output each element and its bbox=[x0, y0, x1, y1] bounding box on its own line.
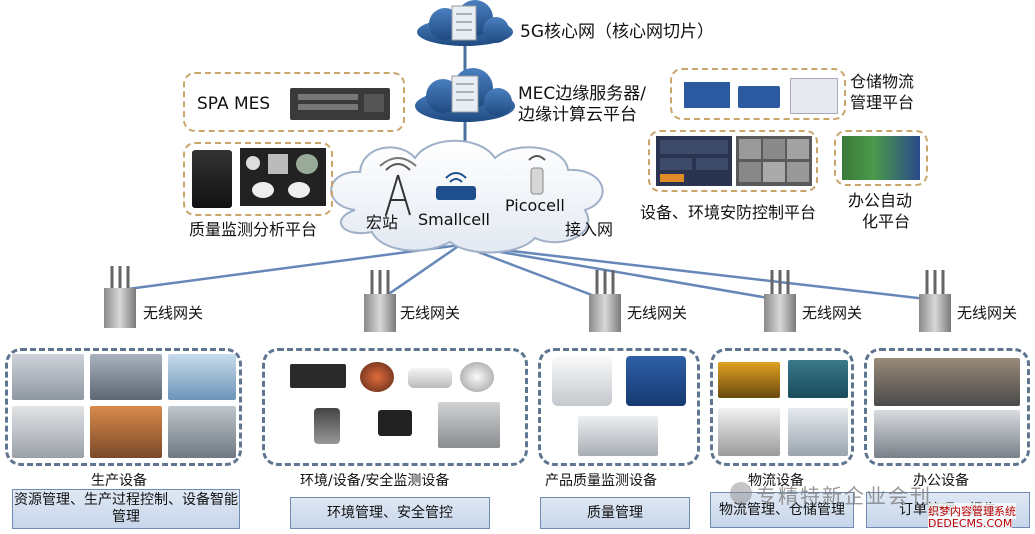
macro-station-label: 宏站 bbox=[366, 213, 399, 232]
server-rack-icon bbox=[290, 88, 390, 120]
environment-footer: 环境管理、安全管控 bbox=[290, 497, 490, 529]
office-panel bbox=[834, 130, 928, 186]
gateway-label-4: 无线网关 bbox=[802, 304, 863, 322]
truck-icon bbox=[738, 86, 780, 108]
production-line-icon bbox=[90, 354, 162, 400]
control-room-icon bbox=[874, 358, 1020, 406]
gateway-icon bbox=[919, 270, 951, 332]
warehouse-label-line1: 仓储物流 bbox=[850, 72, 915, 91]
office-devices-panel bbox=[864, 348, 1030, 466]
warehouse-building-icon bbox=[684, 82, 730, 108]
workshop-icon bbox=[168, 354, 236, 400]
logistics-footer-text: 物流管理、仓储管理 bbox=[719, 501, 845, 518]
quality-platform-panel bbox=[183, 142, 333, 216]
picocell-icon bbox=[528, 155, 546, 195]
quality-footer-text: 质量管理 bbox=[587, 504, 643, 521]
macro-station-icon bbox=[379, 157, 417, 216]
warehouse-chart-icon bbox=[790, 78, 838, 114]
office-label-line2: 化平台 bbox=[862, 212, 911, 231]
gateway-icon bbox=[104, 266, 136, 328]
smallcell-label: Smallcell bbox=[418, 210, 490, 229]
warehouse-racks-icon bbox=[788, 408, 848, 456]
environment-footer-text: 环境管理、安全管控 bbox=[327, 504, 453, 521]
warehouse-label-line2: 管理平台 bbox=[850, 93, 915, 112]
environment-devices-label: 环境/设备/安全监测设备 bbox=[300, 473, 450, 489]
mec-label-line1: MEC边缘服务器/ bbox=[518, 84, 647, 104]
spa-mes-panel bbox=[183, 72, 405, 132]
security-panel bbox=[648, 130, 818, 192]
core-cloud-icon bbox=[417, 0, 513, 46]
controller-box-icon bbox=[378, 410, 412, 436]
logistics-devices-label: 物流设备 bbox=[748, 473, 804, 489]
mec-label-line2: 边缘计算云平台 bbox=[518, 105, 637, 125]
quality-platform-label: 质量监测分析平台 bbox=[189, 220, 318, 239]
environment-devices-panel bbox=[262, 348, 528, 466]
gateway-label-5: 无线网关 bbox=[957, 304, 1018, 322]
analyzer-icon bbox=[626, 356, 686, 406]
gantry-robot-icon bbox=[12, 406, 84, 458]
inspection-bench-icon bbox=[578, 416, 658, 456]
production-devices-panel bbox=[5, 348, 242, 466]
bullet-camera-icon bbox=[408, 368, 452, 388]
wechat-logo-icon bbox=[730, 482, 752, 504]
office-devices-label: 办公设备 bbox=[913, 473, 969, 489]
cnc-machine-icon bbox=[12, 354, 84, 400]
access-network-label: 接入网 bbox=[565, 220, 614, 239]
production-devices-label: 生产设备 bbox=[91, 473, 147, 489]
agv-icon bbox=[718, 362, 780, 398]
core-network-label: 5G核心网（核心网切片） bbox=[520, 22, 714, 42]
smallcell-icon bbox=[436, 172, 476, 200]
spa-mes-label: SPA MES bbox=[197, 94, 271, 114]
fanout-lines bbox=[119, 243, 936, 302]
logistics-devices-panel bbox=[710, 348, 854, 466]
automated-storage-icon bbox=[788, 360, 848, 398]
sensor-module-icon bbox=[290, 364, 346, 388]
monitoring-equipment-icon bbox=[438, 402, 500, 448]
production-footer: 资源管理、生产过程控制、设备智能管理 bbox=[12, 489, 240, 529]
environment-panel-icon bbox=[656, 136, 732, 186]
gateway-label-2: 无线网关 bbox=[400, 304, 461, 322]
watermark-domain: DEDECMS.COM bbox=[928, 517, 1013, 530]
cctv-wall-icon bbox=[736, 136, 812, 186]
office-label-line1: 办公自动 bbox=[848, 191, 913, 210]
quality-devices-label: 产品质量监测设备 bbox=[545, 473, 657, 489]
security-platform-label: 设备、环境安防控制平台 bbox=[640, 203, 817, 222]
inspection-screen-icon bbox=[240, 148, 326, 206]
delivery-truck-icon bbox=[718, 408, 780, 456]
warehouse-panel bbox=[670, 68, 846, 120]
office-dashboard-icon bbox=[842, 136, 920, 180]
picocell-label: Picocell bbox=[505, 196, 565, 215]
quality-devices-panel bbox=[538, 348, 700, 466]
dome-camera-icon bbox=[460, 362, 494, 392]
machining-center-icon bbox=[168, 406, 236, 458]
office-space-icon bbox=[874, 410, 1020, 458]
watermark-site: 织梦内容管理系统 bbox=[928, 503, 1016, 519]
measurement-device-icon bbox=[552, 356, 612, 406]
production-footer-text: 资源管理、生产过程控制、设备智能管理 bbox=[14, 492, 238, 525]
logistics-footer: 物流管理、仓储管理 bbox=[710, 492, 854, 528]
gateway-icon bbox=[364, 270, 396, 332]
gateway-label-1: 无线网关 bbox=[143, 304, 204, 322]
industrial-robot-icon bbox=[90, 406, 162, 458]
gateway-label-3: 无线网关 bbox=[627, 304, 688, 322]
gateway-icon bbox=[764, 270, 796, 332]
mec-cloud-icon bbox=[415, 68, 515, 122]
workstation-icon bbox=[192, 150, 232, 208]
gateway-icon bbox=[589, 270, 621, 332]
smoke-detector-icon bbox=[360, 362, 394, 392]
quality-footer: 质量管理 bbox=[540, 497, 690, 529]
gas-sensor-icon bbox=[314, 408, 340, 444]
watermark-main: 专精特新企业会刊 bbox=[756, 484, 932, 508]
